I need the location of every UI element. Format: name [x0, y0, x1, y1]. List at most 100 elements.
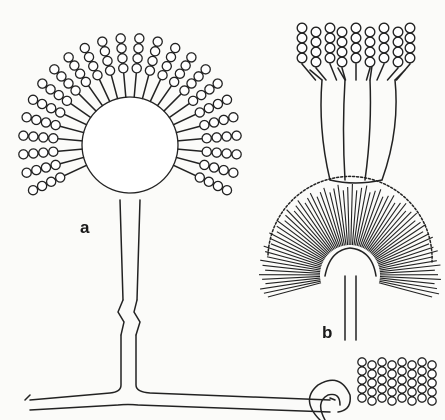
conidium-a	[39, 148, 48, 157]
phialide-a	[111, 75, 117, 98]
conidium-c	[379, 43, 389, 53]
conidium-c	[365, 27, 375, 37]
conidium-a	[49, 147, 58, 156]
conidium-d	[378, 376, 386, 384]
conidium-a	[162, 62, 171, 71]
conidium-d	[398, 358, 406, 366]
sterigma-c	[330, 64, 337, 80]
conidium-a	[219, 166, 228, 175]
conidium-a	[64, 53, 73, 62]
phialide-a	[100, 80, 110, 102]
conidium-c	[379, 33, 389, 43]
conidium-a	[47, 177, 56, 186]
conidium-a	[134, 44, 143, 53]
conidium-a	[84, 52, 93, 61]
conidium-d	[418, 394, 426, 402]
conidium-d	[398, 385, 406, 393]
conidium-a	[57, 72, 66, 81]
ray-b	[348, 187, 350, 245]
conidium-a	[222, 95, 231, 104]
phialide-a	[176, 126, 199, 132]
conidium-a	[148, 56, 157, 65]
conidium-c	[337, 37, 347, 47]
conidium-a	[200, 120, 209, 129]
conidium-a	[98, 37, 107, 46]
conidium-d	[358, 358, 366, 366]
conidium-d	[408, 388, 416, 396]
conidium-a	[32, 115, 41, 124]
phialide-a	[71, 104, 91, 118]
conidium-a	[232, 150, 241, 159]
conidium-d	[358, 376, 366, 384]
conidium-d	[378, 394, 386, 402]
conidium-a	[205, 85, 214, 94]
conidium-a	[51, 120, 60, 129]
conidium-c	[351, 33, 361, 43]
conidium-d	[358, 385, 366, 393]
conidium-c	[351, 23, 361, 33]
conidium-a	[222, 149, 231, 158]
phialide-a	[164, 94, 181, 111]
conidium-c	[297, 33, 307, 43]
conidium-d	[378, 385, 386, 393]
phialide-a	[176, 157, 199, 163]
phialide-a	[58, 149, 82, 151]
phialide-a	[158, 86, 172, 106]
conidium-c	[337, 47, 347, 57]
conidium-a	[41, 118, 50, 127]
conidium-a	[180, 86, 189, 95]
conidium-c	[405, 53, 415, 63]
conidium-c	[311, 57, 321, 67]
phialide-a	[89, 86, 103, 106]
conidium-a	[222, 186, 231, 195]
conidium-a	[212, 133, 221, 142]
phialide-a	[178, 149, 202, 151]
phialide-a	[65, 115, 87, 125]
conidium-a	[188, 96, 197, 105]
conidium-a	[56, 108, 65, 117]
phialide-a	[142, 75, 148, 98]
conidium-d	[428, 388, 436, 396]
conidium-a	[153, 37, 162, 46]
ray-b	[379, 283, 432, 297]
conidium-a	[197, 90, 206, 99]
conidium-a	[28, 186, 37, 195]
conidium-a	[187, 53, 196, 62]
conidium-a	[117, 44, 126, 53]
conidium-a	[28, 95, 37, 104]
conidium-c	[325, 53, 335, 63]
phialide-a	[60, 126, 83, 132]
conidium-c	[337, 57, 347, 67]
conidium-a	[204, 104, 213, 113]
conidium-a	[75, 69, 84, 78]
conidium-d	[418, 358, 426, 366]
conidium-d	[378, 367, 386, 375]
conidium-a	[56, 173, 65, 182]
conidium-d	[358, 367, 366, 375]
conidium-d	[428, 379, 436, 387]
conidium-d	[418, 376, 426, 384]
phialide-a	[124, 73, 126, 97]
conidium-a	[29, 132, 38, 141]
ray-b	[265, 252, 321, 267]
ray-b	[268, 283, 321, 297]
conidium-a	[195, 108, 204, 117]
conidium-a	[64, 79, 73, 88]
phialide-a	[178, 139, 202, 141]
conidium-d	[388, 370, 396, 378]
conidium-d	[398, 367, 406, 375]
conidium-a	[81, 77, 90, 86]
conidium-c	[337, 27, 347, 37]
conidium-c	[311, 27, 321, 37]
phialide-a	[169, 104, 189, 118]
conidium-c	[393, 57, 403, 67]
conidium-c	[393, 37, 403, 47]
bottom-right-detail	[309, 358, 436, 420]
phialide-a	[174, 115, 196, 125]
conidium-c	[365, 37, 375, 47]
conidium-a	[39, 133, 48, 142]
conidium-a	[202, 134, 211, 143]
conidium-d	[408, 361, 416, 369]
conidium-a	[37, 181, 46, 190]
phialide-a	[79, 94, 96, 111]
